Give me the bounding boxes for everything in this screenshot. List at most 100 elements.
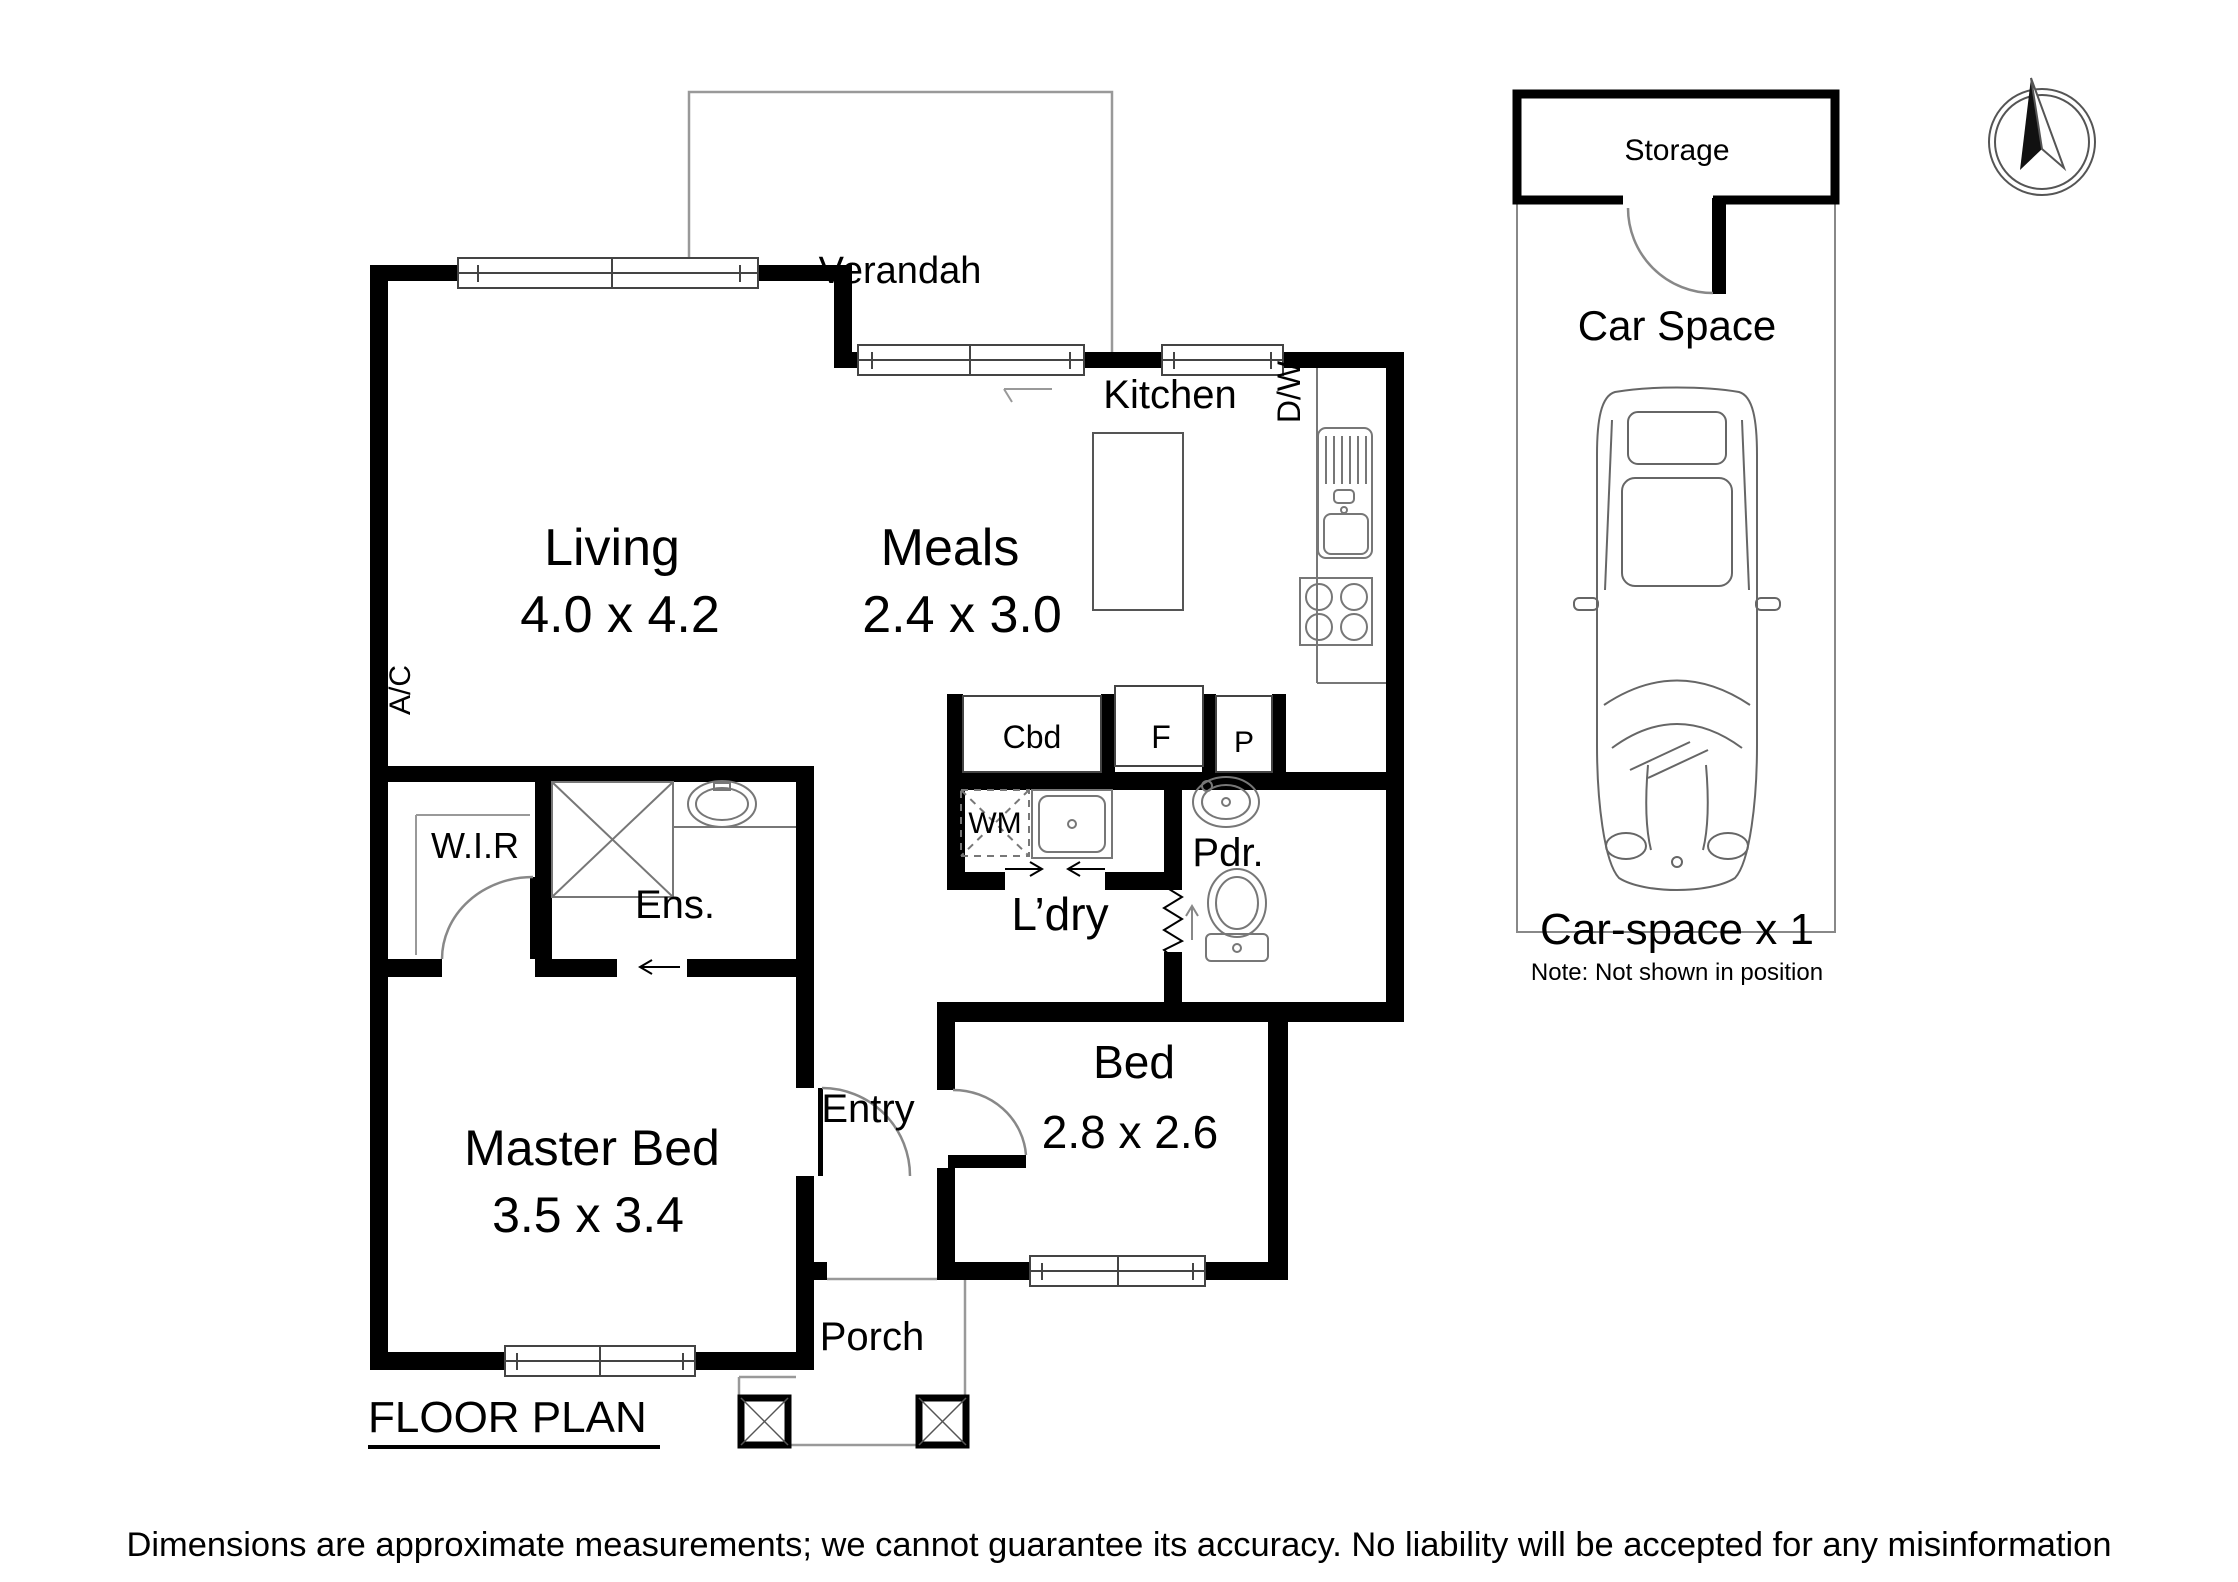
wall-bed-right bbox=[1268, 1002, 1288, 1280]
wall-ens-bottom-a bbox=[560, 959, 617, 977]
wall-ldry-left bbox=[947, 790, 965, 890]
wall-bed-left-a bbox=[937, 1002, 955, 1090]
storage-door-stub bbox=[1712, 198, 1726, 294]
labels: Verandah Living 4.0 x 4.2 A/C Meals 2.4 … bbox=[127, 134, 2112, 1564]
disclaimer: Dimensions are approximate measurements;… bbox=[127, 1526, 2112, 1564]
wall-living-bottom bbox=[370, 766, 814, 782]
porch-posts bbox=[737, 1394, 970, 1449]
powder-fixtures bbox=[1192, 776, 1269, 962]
cupboard-row bbox=[962, 685, 1273, 773]
wall-cbd-stub-4 bbox=[1272, 694, 1286, 790]
label-laundry: L’dry bbox=[1011, 888, 1108, 940]
wir-door bbox=[440, 875, 535, 960]
label-dishwasher: D/W bbox=[1271, 360, 1307, 423]
toilet bbox=[1205, 868, 1269, 962]
cupboard-box bbox=[962, 695, 1102, 773]
north-arrow-icon bbox=[1988, 77, 2096, 196]
plan-title: FLOOR PLAN bbox=[368, 1393, 647, 1442]
porch-post bbox=[915, 1394, 970, 1449]
storage-door-opening bbox=[1623, 186, 1713, 208]
label-living-dims: 4.0 x 4.2 bbox=[520, 586, 719, 644]
wall-bed-bottom-b bbox=[1205, 1262, 1288, 1280]
window-meals-top bbox=[857, 344, 1085, 376]
label-washing-machine: WM bbox=[968, 807, 1021, 840]
pantry-box bbox=[1215, 695, 1273, 773]
porch-post bbox=[737, 1394, 792, 1449]
wall-pdr-left-top bbox=[1164, 790, 1182, 875]
ensuite-vanity bbox=[672, 780, 796, 828]
wall-right-main bbox=[1386, 352, 1404, 1022]
wall-bed-left-b bbox=[937, 1168, 955, 1280]
wall-left bbox=[370, 265, 388, 1370]
ensuite-fixtures bbox=[415, 780, 796, 955]
fridge-box bbox=[1114, 685, 1204, 767]
label-pantry: P bbox=[1234, 726, 1254, 759]
window-bed-bottom bbox=[1029, 1255, 1206, 1287]
washing-machine bbox=[960, 789, 1030, 857]
wall-master-bottom-a bbox=[370, 1352, 505, 1370]
stove-cooktop bbox=[1299, 577, 1373, 646]
label-ensuite: Ens. bbox=[635, 883, 715, 927]
label-wir: W.I.R bbox=[431, 825, 519, 866]
label-powder: Pdr. bbox=[1192, 831, 1263, 875]
wall-ldry-bottom-a bbox=[947, 872, 1005, 890]
window-living-top bbox=[457, 257, 759, 289]
storage-box bbox=[1512, 89, 1840, 205]
label-bed: Bed bbox=[1093, 1036, 1175, 1088]
wall-cbd-stub-2 bbox=[1101, 694, 1115, 790]
label-cupboard: Cbd bbox=[1003, 719, 1062, 755]
window-master-bottom bbox=[504, 1345, 696, 1377]
label-entry: Entry bbox=[821, 1087, 914, 1131]
wir-robe-lines bbox=[415, 814, 530, 955]
label-ac: A/C bbox=[384, 665, 417, 715]
label-storage: Storage bbox=[1624, 134, 1729, 167]
shower bbox=[551, 781, 674, 898]
label-master-bed-dims: 3.5 x 3.4 bbox=[492, 1187, 684, 1243]
bed-door bbox=[948, 1088, 1028, 1168]
island-bench bbox=[1092, 432, 1184, 611]
windows bbox=[457, 257, 1284, 1377]
label-bed-dims: 2.8 x 2.6 bbox=[1042, 1106, 1218, 1158]
label-verandah: Verandah bbox=[819, 250, 982, 292]
label-master-bed: Master Bed bbox=[464, 1120, 720, 1176]
wall-wir-bottom bbox=[370, 959, 442, 977]
wall-ldry-bottom-b bbox=[1105, 872, 1182, 890]
window-kitchen-top bbox=[1161, 344, 1284, 376]
label-porch: Porch bbox=[820, 1315, 925, 1359]
doors bbox=[440, 861, 1199, 1177]
wall-cbd-stub-1 bbox=[947, 694, 963, 790]
walls bbox=[370, 265, 1404, 1370]
powder-concertina-door bbox=[1162, 874, 1199, 959]
wall-living-top-right bbox=[755, 265, 852, 281]
label-car-space: Car Space bbox=[1578, 302, 1776, 349]
wall-row-bottom bbox=[947, 772, 1404, 790]
car-space-diagram bbox=[1512, 89, 1840, 933]
label-living: Living bbox=[544, 519, 680, 577]
wall-master-bottom-b bbox=[695, 1352, 814, 1370]
label-car-space-count: Car-space x 1 bbox=[1540, 905, 1814, 954]
powder-basin bbox=[1192, 776, 1260, 828]
wall-step bbox=[834, 265, 852, 368]
label-fridge: F bbox=[1151, 719, 1171, 755]
wall-bed-top bbox=[937, 1002, 1404, 1022]
wall-living-top-left bbox=[370, 265, 465, 281]
label-meals-dims: 2.4 x 3.0 bbox=[862, 586, 1061, 644]
wall-meals-top-b bbox=[1084, 352, 1162, 368]
laundry-trough bbox=[1031, 789, 1113, 859]
wall-bed-bottom-a bbox=[937, 1262, 1030, 1280]
car-illustration bbox=[1573, 386, 1781, 891]
label-meals: Meals bbox=[881, 519, 1020, 577]
laundry-sliding-door-arrows bbox=[1005, 861, 1105, 877]
kitchen-sink bbox=[1317, 427, 1373, 559]
wall-wir-stub bbox=[535, 959, 560, 977]
wall-meals-top-c bbox=[1283, 352, 1404, 368]
wall-wir-ens-divider bbox=[535, 782, 552, 962]
label-kitchen: Kitchen bbox=[1103, 373, 1236, 417]
kitchen-fixtures bbox=[1003, 368, 1386, 684]
ensuite-sliding-door-arrow bbox=[638, 959, 680, 975]
laundry-fixtures bbox=[960, 789, 1113, 859]
wall-meals-top-a bbox=[834, 352, 864, 368]
wall-cbd-stub-3 bbox=[1202, 694, 1216, 790]
